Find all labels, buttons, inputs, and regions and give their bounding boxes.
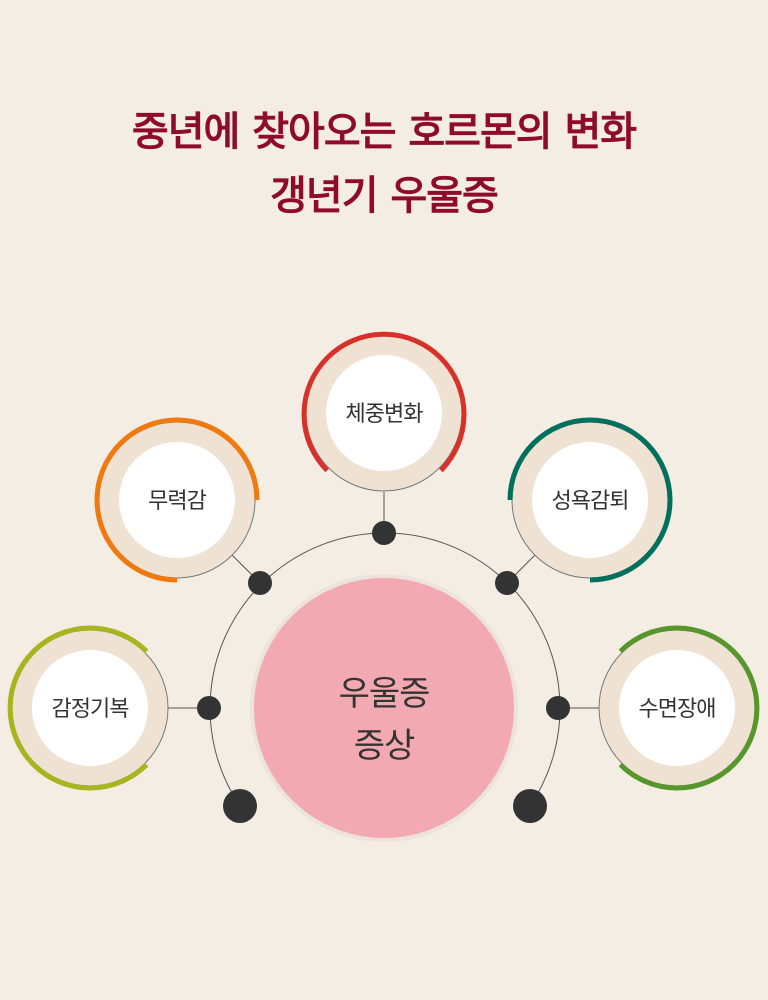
center-label-2: 증상 (354, 726, 415, 766)
node-ring-arc (94, 417, 260, 583)
center-circle (250, 574, 518, 842)
arc-dot-upper-left (248, 571, 272, 595)
page-title: 중년에 찾아오는 호르몬의 변화 갱년기 우울증 (0, 100, 768, 228)
node-ring-arc (618, 625, 760, 791)
node-inner-circle (532, 442, 648, 558)
node-label: 무력감 (148, 489, 206, 514)
node-inner-circle (119, 442, 235, 558)
arc-dot-lower-right (513, 789, 547, 823)
arc-dot-upper-right (495, 571, 519, 595)
node-sleep-disorder: 수면장애 (598, 625, 760, 791)
node-weight-change: 체중변화 (301, 331, 467, 492)
arc-dot-right (546, 696, 570, 720)
node-label: 감정기복 (52, 697, 130, 722)
arc-dot-lower-left (223, 789, 257, 823)
node-libido-decrease: 성욕감퇴 (507, 417, 673, 583)
node-label: 성욕감퇴 (552, 489, 629, 514)
node-ring-arc (507, 417, 673, 583)
node-label: 체중변화 (346, 402, 424, 427)
arc-dot-top (372, 521, 396, 545)
node-lethargy: 무력감 (94, 417, 260, 583)
node-ring-arc (7, 625, 149, 791)
node-mood-swings: 감정기복 (7, 625, 169, 791)
node-label: 수면장애 (639, 697, 716, 722)
node-inner-circle (32, 650, 148, 766)
title-line-2: 갱년기 우울증 (270, 173, 499, 219)
node-inner-circle (619, 650, 735, 766)
title-line-1: 중년에 찾아오는 호르몬의 변화 (131, 109, 637, 155)
arc-dot-left (197, 696, 221, 720)
node-inner-circle (326, 355, 442, 471)
center-label-1: 우울증 (339, 674, 430, 714)
node-ring-arc (301, 331, 467, 473)
